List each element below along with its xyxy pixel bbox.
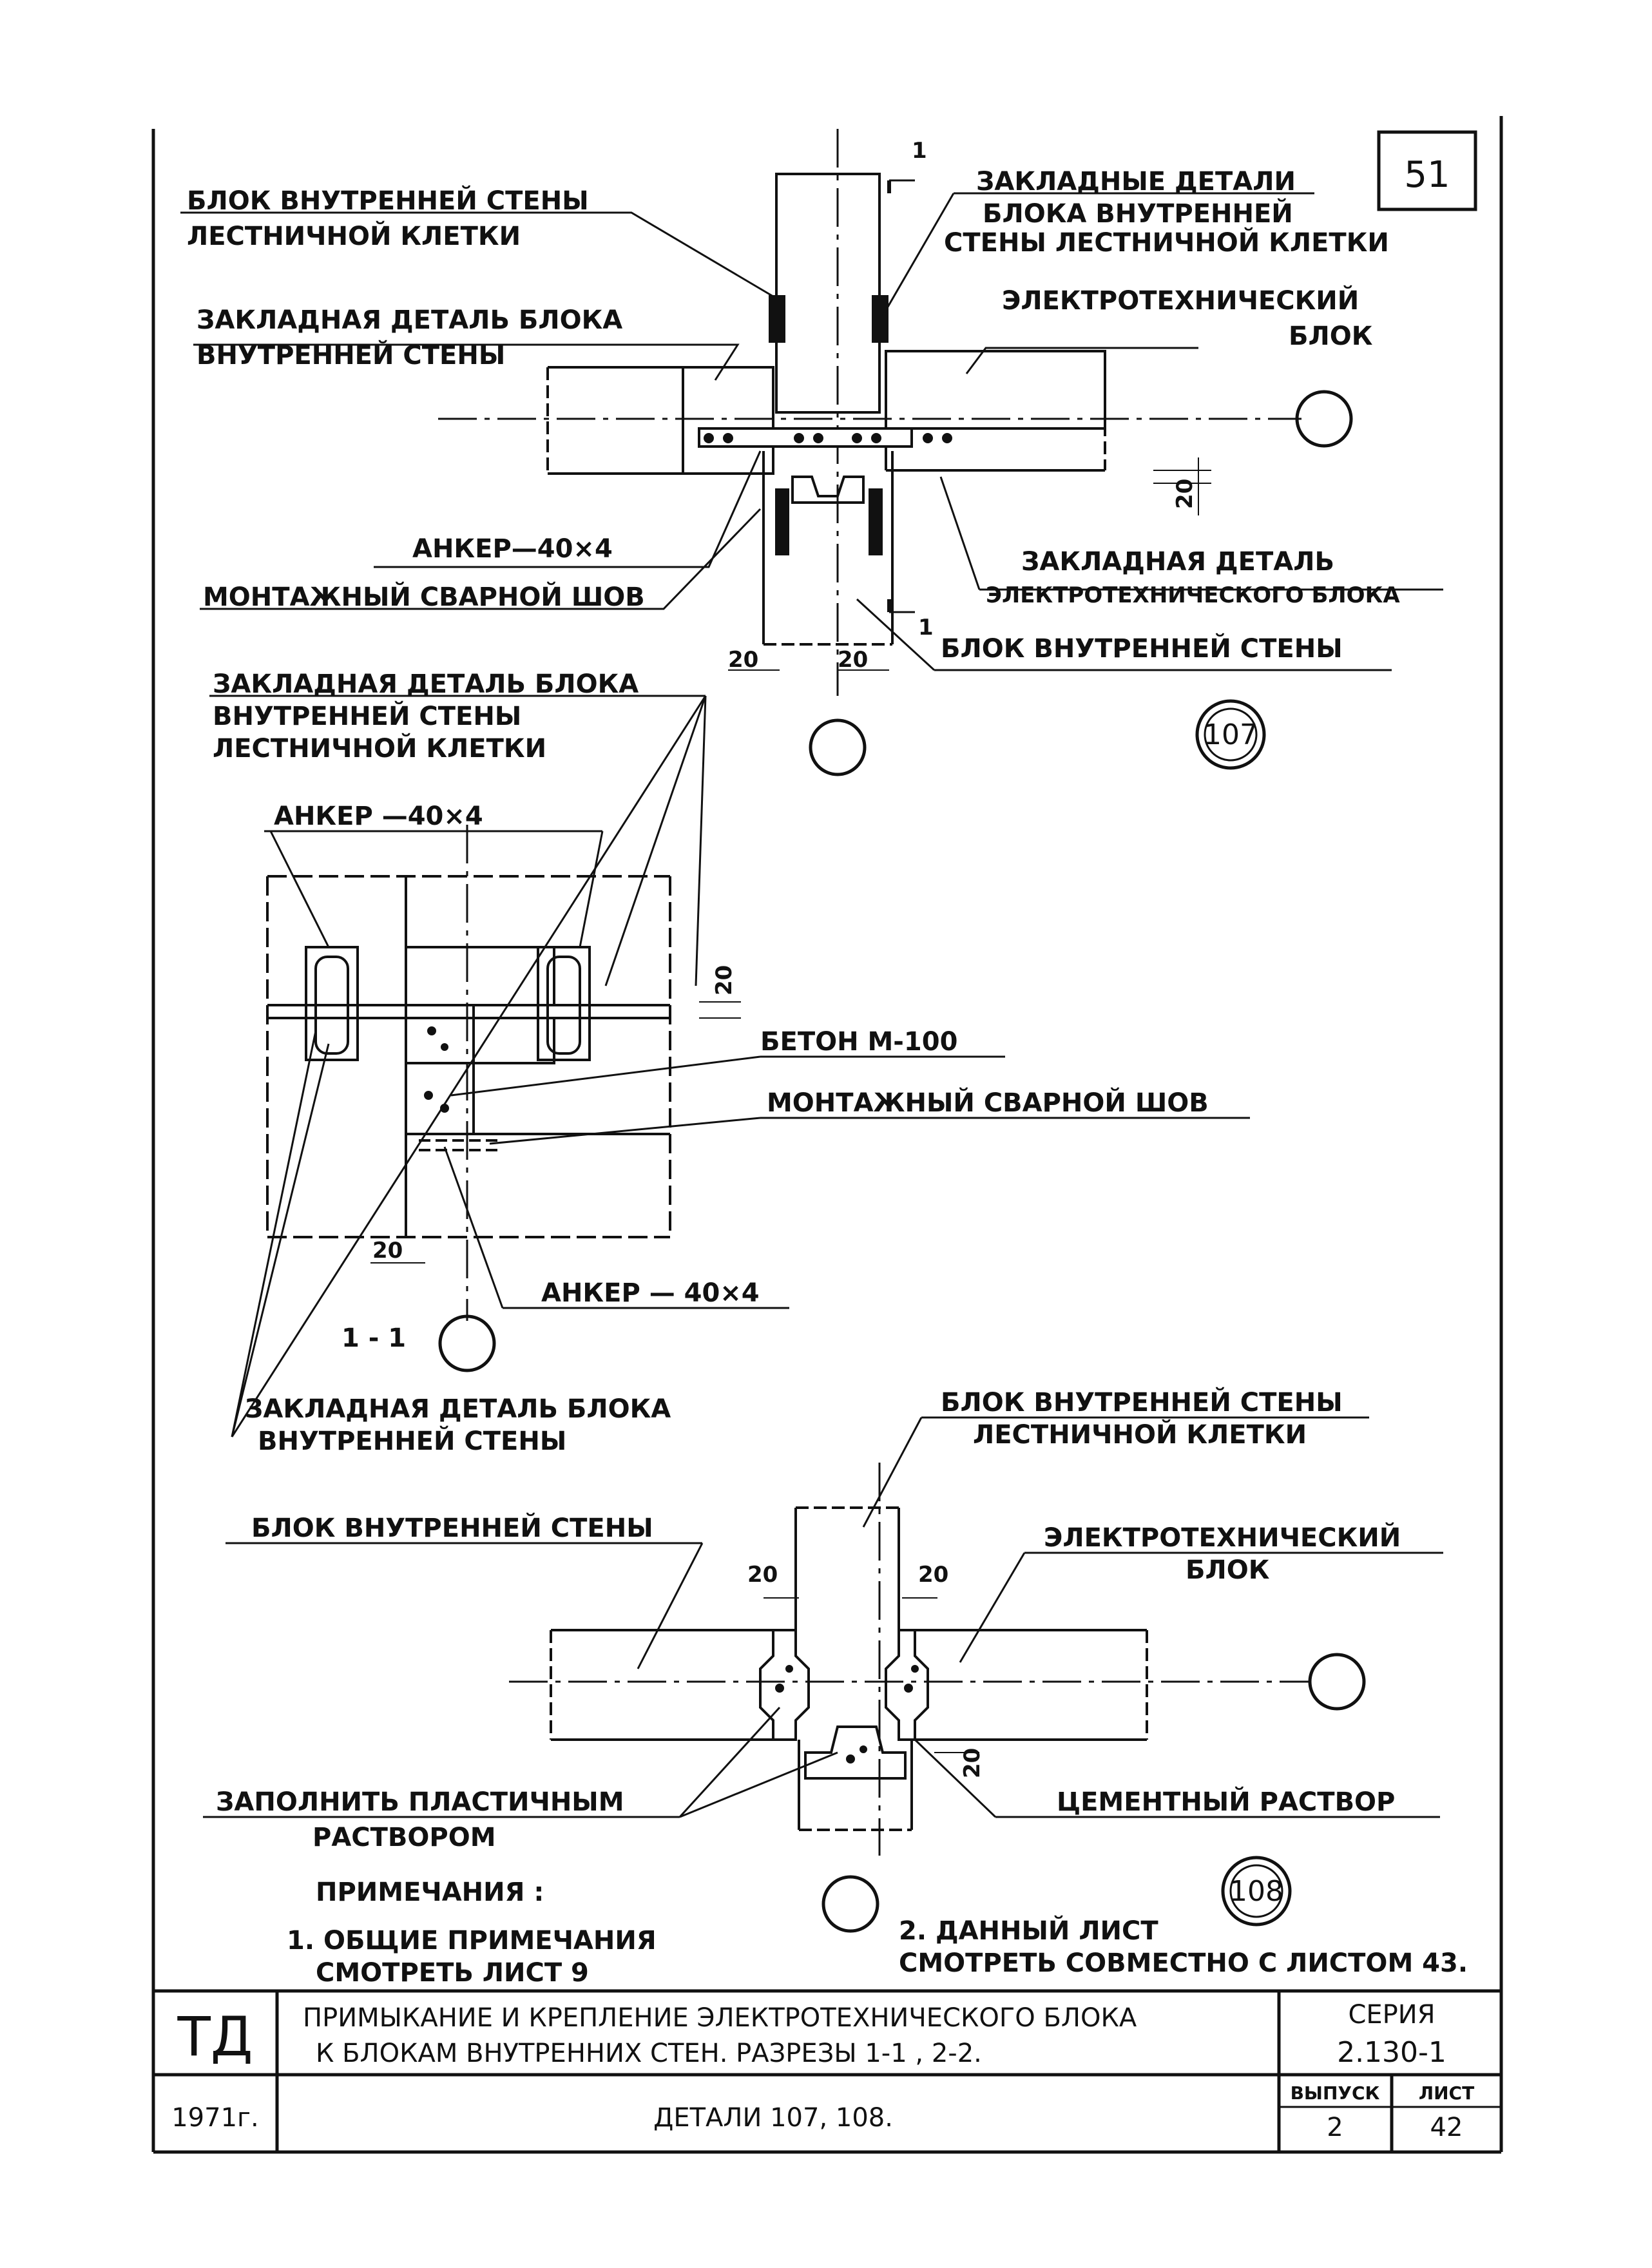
- title-line-1: ПРИМЫКАНИЕ И КРЕПЛЕНИЕ ЭЛЕКТРОТЕХНИЧЕСКО…: [303, 2003, 1137, 2033]
- d108-fill-label-1: ЗАПОЛНИТЬ ПЛАСТИЧНЫМ: [216, 1787, 624, 1817]
- d107-embedded-part-block-label-2: ВНУТРЕННЕЙ СТЕНЫ: [197, 340, 505, 370]
- s11-anchor-top-label: АНКЕР —40×4: [274, 802, 483, 831]
- d108-detail-number: 108: [1229, 1875, 1283, 1908]
- note-1-line-1: 1. ОБЩИЕ ПРИМЕЧАНИЯ: [287, 1926, 657, 1956]
- d107-embedded-parts-label-2: БЛОКА ВНУТРЕННЕЙ: [983, 198, 1293, 229]
- d108-staircase-block-label-1: БЛОК ВНУТРЕННЕЙ СТЕНЫ: [941, 1387, 1343, 1418]
- d107-wall-block-label-2: ЛЕСТНИЧНОЙ КЛЕТКИ: [187, 220, 521, 251]
- s11-section-label: 1 - 1: [341, 1323, 406, 1353]
- detail-107-drawing: [180, 129, 1443, 776]
- title-code: ТД: [177, 2005, 253, 2068]
- d107-cut-mark-bottom: 1: [918, 615, 934, 640]
- d107-embedded-part-block-label-1: ЗАКЛАДНАЯ ДЕТАЛЬ БЛОКА: [197, 305, 622, 335]
- d108-electro-block-label-2: БЛОК: [1186, 1555, 1270, 1585]
- d107-electro-block-label-2: БЛОК: [1289, 322, 1373, 351]
- s11-embedded-staircase-label-2: ВНУТРЕННЕЙ СТЕНЫ: [213, 700, 521, 731]
- issue-value: 2: [1327, 2113, 1343, 2142]
- d107-embedded-parts-label-3: СТЕНЫ ЛЕСТНИЧНОЙ КЛЕТКИ: [944, 227, 1389, 258]
- d107-electro-embedded-label-2: ЭЛЕКТРОТЕХНИЧЕСКОГО БЛОКА: [986, 582, 1400, 608]
- s11-dim-right: 20: [711, 965, 737, 995]
- d108-dim-bottom: 20: [959, 1748, 985, 1778]
- d107-detail-number: 107: [1204, 718, 1258, 751]
- d108-inner-wall-block-label: БЛОК ВНУТРЕННЕЙ СТЕНЫ: [251, 1512, 653, 1543]
- d108-dim-right: 20: [918, 1562, 948, 1588]
- detail-108-drawing: [203, 1416, 1443, 1933]
- d108-staircase-block-label-2: ЛЕСТНИЧНОЙ КЛЕТКИ: [973, 1419, 1307, 1450]
- d107-inner-wall-block-label: БЛОК ВНУТРЕННЕЙ СТЕНЫ: [941, 633, 1343, 664]
- series-label: СЕРИЯ: [1348, 2000, 1435, 2030]
- page-number: 51: [1404, 154, 1450, 196]
- title-line-2: К БЛОКАМ ВНУТРЕННИХ СТЕН. РАЗРЕЗЫ 1-1 , …: [316, 2039, 982, 2068]
- s11-embedded-staircase-label-1: ЗАКЛАДНАЯ ДЕТАЛЬ БЛОКА: [213, 669, 639, 699]
- s11-embedded-staircase-label-3: ЛЕСТНИЧНОЙ КЛЕТКИ: [213, 733, 546, 764]
- section-1-1-drawing: [209, 695, 1250, 1437]
- title-subtitle: ДЕТАЛИ 107, 108.: [653, 2103, 893, 2133]
- d108-cement-label: ЦЕМЕНТНЫЙ РАСТВОР: [1057, 1786, 1395, 1817]
- d108-dim-left: 20: [747, 1562, 778, 1588]
- d107-electro-block-label-1: ЭЛЕКТРОТЕХНИЧЕСКИЙ: [1002, 285, 1359, 316]
- s11-anchor-bottom-label: АНКЕР — 40×4: [541, 1278, 760, 1308]
- d107-embedded-parts-label-1: ЗАКЛАДНЫЕ ДЕТАЛИ: [976, 167, 1296, 197]
- d107-wall-block-label-1: БЛОК ВНУТРЕННЕЙ СТЕНЫ: [187, 185, 589, 216]
- d107-dim-bottom-right: 20: [838, 647, 868, 673]
- d107-weld-label: МОНТАЖНЫЙ СВАРНОЙ ШОВ: [203, 581, 645, 612]
- s11-weld-label: МОНТАЖНЫЙ СВАРНОЙ ШОВ: [767, 1087, 1209, 1118]
- issue-label: ВЫПУСК: [1291, 2082, 1380, 2104]
- s11-dim-bottom: 20: [372, 1238, 403, 1264]
- notes-heading: ПРИМЕЧАНИЯ :: [316, 1878, 544, 1907]
- note-2-line-1: 2. ДАННЫЙ ЛИСТ: [899, 1915, 1158, 1946]
- s11-concrete-label: БЕТОН М-100: [760, 1027, 957, 1057]
- page-number-box: [1377, 130, 1477, 211]
- d107-cut-mark-top: 1: [912, 138, 927, 164]
- d108-fill-label-2: РАСТВОРОМ: [312, 1823, 496, 1852]
- title-year: 1971г.: [171, 2103, 259, 2133]
- note-2-line-2: СМОТРЕТЬ СОВМЕСТНО С ЛИСТОМ 43.: [899, 1948, 1468, 1978]
- d107-dim-right: 20: [1172, 479, 1198, 509]
- sheet-label: ЛИСТ: [1419, 2082, 1474, 2104]
- d108-electro-block-label-1: ЭЛЕКТРОТЕХНИЧЕСКИЙ: [1044, 1522, 1401, 1553]
- d107-dim-bottom-left: 20: [728, 647, 758, 673]
- s11-embedded-inner-label-2: ВНУТРЕННЕЙ СТЕНЫ: [258, 1425, 566, 1456]
- d107-anchor-label: АНКЕР—40×4: [412, 534, 613, 564]
- series-value: 2.130-1: [1337, 2036, 1446, 2069]
- s11-embedded-inner-label-1: ЗАКЛАДНАЯ ДЕТАЛЬ БЛОКА: [245, 1394, 671, 1424]
- sheet-value: 42: [1430, 2113, 1463, 2142]
- d107-electro-embedded-label-1: ЗАКЛАДНАЯ ДЕТАЛЬ: [1021, 547, 1334, 577]
- title-block: [153, 1989, 1501, 2152]
- note-1-line-2: СМОТРЕТЬ ЛИСТ 9: [316, 1958, 589, 1988]
